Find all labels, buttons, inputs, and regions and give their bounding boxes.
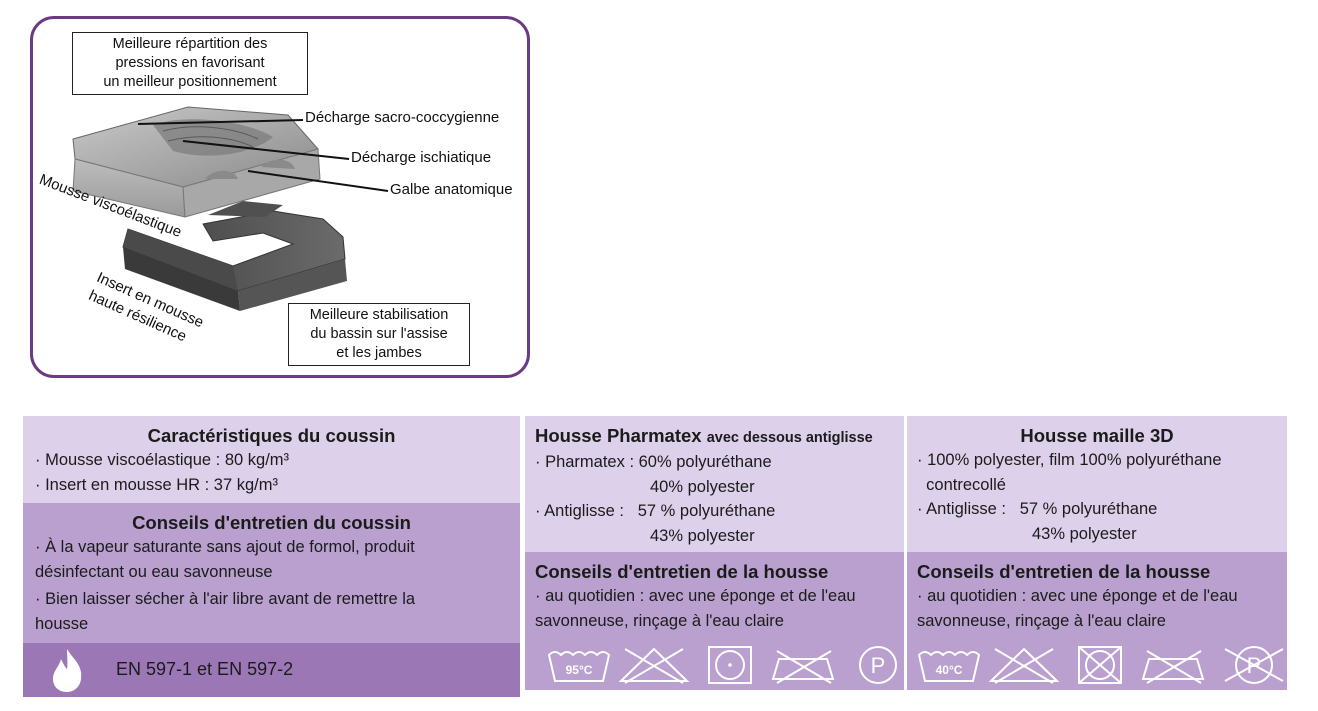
pharmatex-row-3-label: · Antiglisse : — [535, 502, 638, 520]
norm-panel: EN 597-1 et EN 597-2 — [23, 643, 520, 697]
callout-top-line-3: un meilleur positionnement — [103, 74, 277, 90]
label-galbe: Galbe anatomique — [390, 181, 513, 198]
cushion-spec-2: · Insert en mousse HR : 37 kg/m³ — [35, 475, 278, 494]
pharmatex-row-1-label: · Pharmatex : — [535, 453, 639, 471]
maille-care-1: · au quotidien : avec une éponge et de l… — [917, 587, 1238, 605]
no-dry-clean-icon: P — [1224, 646, 1284, 684]
maille-care-2: savonneuse, rinçage à l'eau claire — [917, 611, 1166, 630]
maille-antiglisse-value-1: 57 % polyuréthane — [1019, 500, 1158, 518]
maille-care-icons: 40°C P — [915, 645, 1287, 685]
no-tumble-dry-icon — [1078, 646, 1122, 684]
pharmatex-row-4: 43% polyester — [535, 524, 894, 549]
maille-care-title: Conseils d'entretien de la housse — [917, 561, 1211, 582]
pharmatex-row-2-value: 40% polyester — [650, 477, 755, 496]
pharmatex-title-suffix: avec dessous antiglisse — [706, 430, 873, 446]
callout-top-line-2: pressions en favorisant — [115, 55, 265, 71]
no-bleach-icon — [988, 647, 1060, 684]
label-sacro: Décharge sacro-coccygienne — [305, 109, 500, 126]
pharmatex-care-2: savonneuse, rinçage à l'eau claire — [535, 611, 784, 630]
dry-clean-p-icon: P — [859, 646, 897, 684]
pharmatex-row-4-value: 43% polyester — [650, 526, 755, 545]
wash-40-text: 40°C — [936, 663, 963, 677]
wash-95-icon: 95°C — [547, 651, 611, 682]
callout-bottom-line-2: du bassin sur l'assise — [310, 326, 448, 342]
no-bleach-icon — [618, 647, 690, 684]
cushion-spec-1: · Mousse viscoélastique : 80 kg/m³ — [35, 451, 290, 469]
norm-text: EN 597-1 et EN 597-2 — [116, 659, 294, 679]
wash-95-text: 95°C — [566, 663, 593, 677]
pharmatex-care-icons: 95°C P — [545, 645, 903, 685]
dry-clean-p-text: P — [871, 653, 886, 678]
label-ischiatique: Décharge ischiatique — [351, 149, 492, 166]
pharmatex-row-1-value: 60% polyuréthane — [638, 453, 772, 471]
wash-40-icon: 40°C — [917, 651, 981, 682]
maille-antiglisse-label: · Antiglisse : — [917, 500, 1020, 518]
pharmatex-panel: Housse Pharmatex avec dessous antiglisse… — [525, 416, 904, 552]
pharmatex-row-3: · Antiglisse : 57 % polyuréthane — [535, 499, 894, 524]
maille-title: Housse maille 3D — [1020, 425, 1174, 446]
callout-top: Meilleure répartition des pressions en f… — [72, 32, 308, 95]
cushion-care-2: désinfectant ou eau savonneuse — [35, 562, 273, 581]
cushion-diagram: Meilleure répartition des pressions en f… — [30, 16, 530, 378]
maille-row-1: · 100% polyester, film 100% polyuréthane — [917, 451, 1222, 469]
cushion-care-4: housse — [35, 614, 89, 633]
pharmatex-care-title: Conseils d'entretien de la housse — [535, 561, 829, 582]
cushion-care-panel: Conseils d'entretien du coussin · À la v… — [23, 503, 520, 643]
cushion-illustration — [72, 106, 389, 311]
pharmatex-title: Housse Pharmatex avec dessous antiglisse — [535, 424, 894, 450]
pharmatex-row-3-value: 57 % polyuréthane — [637, 502, 776, 520]
maille-row-4: 43% polyester — [917, 522, 1277, 547]
cushion-care-title: Conseils d'entretien du coussin — [132, 512, 411, 533]
no-iron-icon — [771, 650, 835, 684]
cushion-care-3: · Bien laisser sécher à l'air libre avan… — [35, 590, 416, 608]
maille-row-3: · Antiglisse : 57 % polyuréthane — [917, 497, 1277, 522]
callout-top-line-1: Meilleure répartition des — [112, 36, 268, 52]
pharmatex-care-1: · au quotidien : avec une éponge et de l… — [535, 587, 856, 605]
callout-bottom-line-1: Meilleure stabilisation — [309, 307, 449, 323]
callout-bottom-line-3: et les jambes — [336, 345, 422, 361]
tumble-dry-icon — [708, 646, 752, 684]
pharmatex-row-1: · Pharmatex : 60% polyuréthane — [535, 450, 894, 475]
no-iron-icon — [1141, 650, 1205, 684]
cushion-specs-panel: Caractéristiques du coussin · Mousse vis… — [23, 416, 520, 503]
cushion-care-1: · À la vapeur saturante sans ajout de fo… — [35, 538, 415, 556]
maille-panel: Housse maille 3D · 100% polyester, film … — [907, 416, 1287, 552]
pharmatex-care-panel: Conseils d'entretien de la housse · au q… — [525, 552, 904, 690]
flame-icon — [53, 649, 82, 692]
maille-antiglisse-value-2: 43% polyester — [1032, 524, 1137, 543]
cushion-specs-title: Caractéristiques du coussin — [147, 425, 396, 446]
callout-bottom: Meilleure stabilisation du bassin sur l'… — [288, 303, 470, 366]
maille-row-2: contrecollé — [917, 475, 1006, 494]
pharmatex-title-main: Housse Pharmatex — [535, 425, 702, 446]
pharmatex-row-2: 40% polyester — [535, 475, 894, 500]
